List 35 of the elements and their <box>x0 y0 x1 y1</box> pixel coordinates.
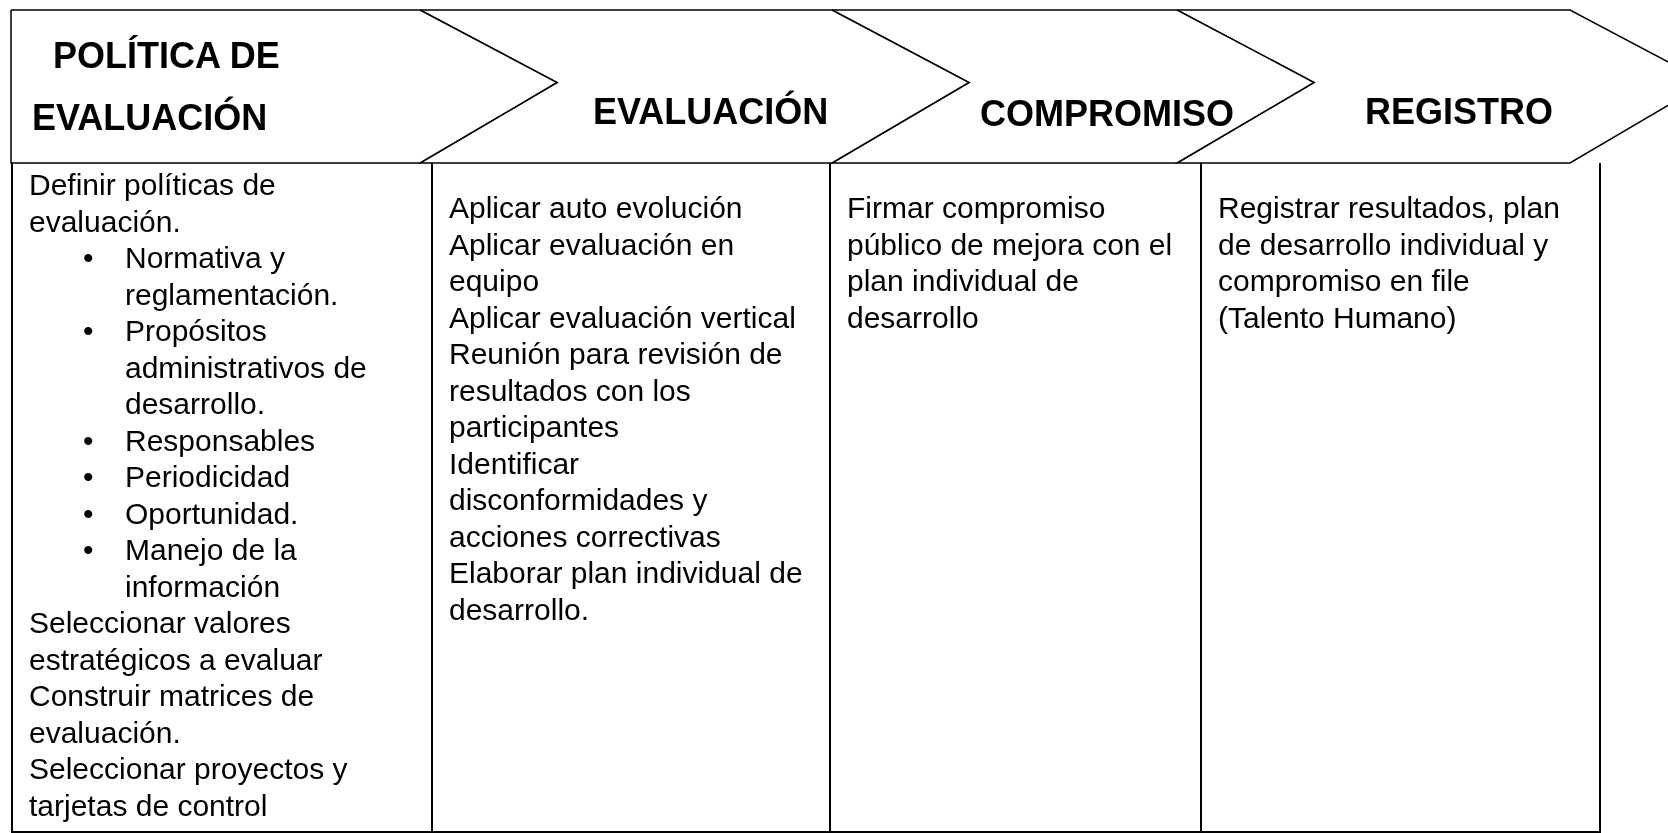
step-heading: EVALUACIÓN <box>32 97 268 139</box>
step-description: Firmar compromiso público de mejora con el plan individual de desarrollo <box>847 190 1174 336</box>
bullet-marker: • <box>83 422 94 459</box>
chevron-step <box>11 10 557 163</box>
chevron-step <box>420 10 969 163</box>
step-heading: COMPROMISO <box>980 93 1234 135</box>
bullet-item: Responsables <box>125 422 317 459</box>
step-description: Registrar resultados, plan de desarrollo individual y compromiso en file <box>1218 190 1561 299</box>
column-panel <box>1200 163 1601 833</box>
bullet-marker: • <box>83 495 94 532</box>
step-description: Reunión para revisión de resultados con los participantes <box>449 336 784 445</box>
bullet-marker: • <box>83 313 94 349</box>
step-description: Identificar disconformidades y acciones correctivas <box>449 445 722 555</box>
step-heading: POLÍTICA DE <box>53 35 280 77</box>
step-description: Aplicar evaluación vertical <box>449 299 797 336</box>
column-panel <box>11 163 433 833</box>
bullet-marker: • <box>83 240 94 276</box>
chevron-step <box>832 10 1314 163</box>
step-description: Aplicar evaluación en equipo <box>449 226 736 299</box>
step-description: Elaborar plan individual de desarrollo. <box>449 555 804 628</box>
bullet-marker: • <box>83 532 94 568</box>
bullet-item: Manejo de la información <box>125 532 298 605</box>
bullet-item: Periodicidad <box>125 459 292 495</box>
bullet-item: Normativa y reglamentación. <box>125 240 340 313</box>
step-description: Seleccionar proyectos y tarjetas de control <box>29 751 349 824</box>
step-description: Construir matrices de evaluación. <box>29 678 316 751</box>
step-description: Seleccionar valores estratégicos a evaluar <box>29 605 324 678</box>
step-description: Aplicar auto evolución <box>449 190 744 226</box>
bullet-item: Oportunidad. <box>125 495 300 532</box>
step-heading: EVALUACIÓN <box>593 91 829 133</box>
step-heading: REGISTRO <box>1365 91 1553 133</box>
bullet-marker: • <box>83 459 94 495</box>
step-description: Definir políticas de evaluación. <box>29 167 277 240</box>
bullet-item: Propósitos administrativos de desarrollo. <box>125 313 368 422</box>
step-description: (Talento Humano) <box>1218 299 1458 336</box>
